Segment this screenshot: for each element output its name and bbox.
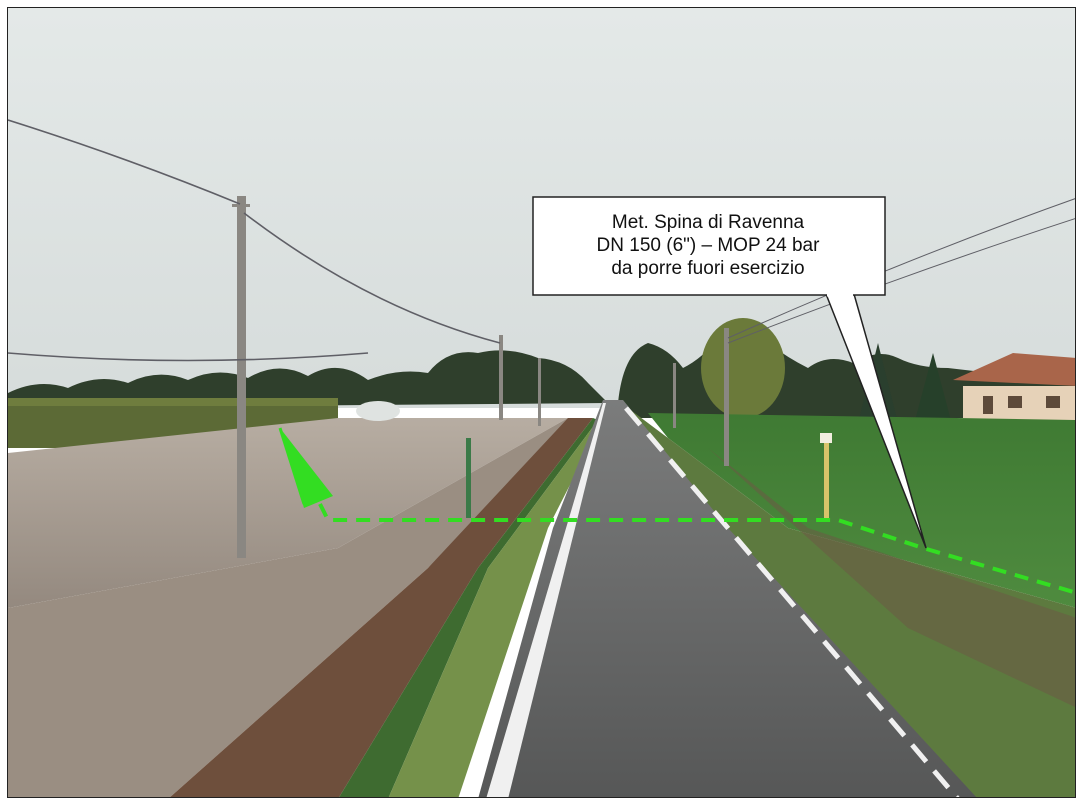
green-field	[648, 413, 1075, 608]
right-verge	[628, 408, 1075, 797]
pipeline-route-line	[318, 503, 1075, 595]
left-verge	[388, 420, 603, 797]
callout-box	[532, 196, 886, 296]
photo-scene	[8, 8, 1075, 797]
plowed-field	[8, 418, 568, 608]
tree-line	[8, 318, 1075, 428]
marker-post-yellow	[824, 438, 829, 518]
left-ditch	[170, 418, 593, 797]
marker-post-green	[466, 438, 471, 518]
road	[478, 400, 977, 797]
power-lines	[8, 119, 1075, 362]
utility-poles	[232, 196, 729, 558]
route-arrow-head	[280, 428, 333, 508]
street-view-photo	[7, 7, 1076, 798]
greenhouse	[356, 401, 400, 421]
house	[953, 353, 1075, 424]
